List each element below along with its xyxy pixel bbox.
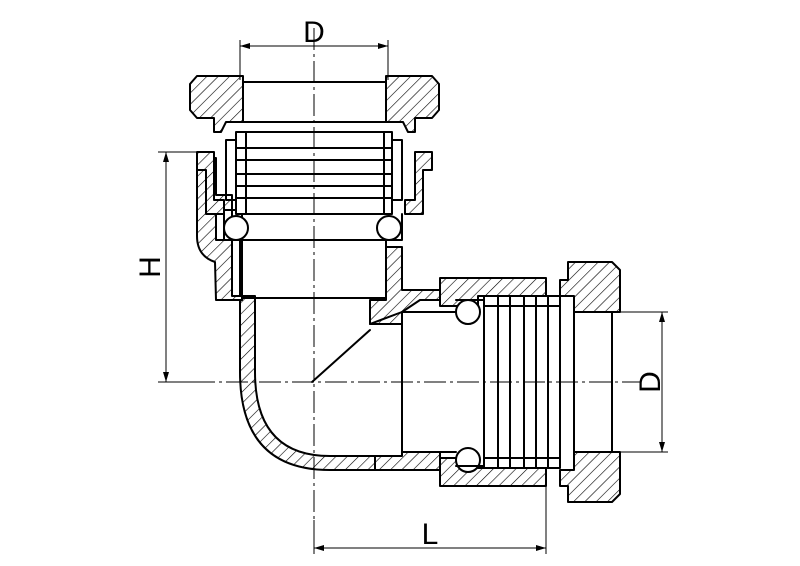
dim-label-l: L — [422, 518, 439, 551]
top-oring-left — [223, 215, 249, 241]
body-bottom-wall — [374, 451, 441, 471]
dimension-top-diameter: D — [239, 16, 389, 80]
body-upper-left-neck — [196, 157, 243, 301]
top-nut-left — [189, 75, 244, 133]
right-nut-bottom — [559, 451, 621, 503]
dimension-side-diameter: D — [620, 311, 668, 453]
dimension-length: L — [313, 486, 547, 554]
right-nut-top — [559, 261, 621, 313]
dim-label-h: H — [134, 256, 167, 278]
right-nut — [559, 261, 621, 503]
dimension-height: H — [134, 151, 200, 383]
top-nut-right — [385, 75, 440, 133]
top-collar-right — [404, 151, 433, 215]
dim-label-side-d: D — [634, 371, 667, 393]
dim-label-top-d: D — [303, 16, 325, 49]
top-oring-right — [376, 215, 402, 241]
top-nut — [189, 75, 440, 133]
right-oring-top — [455, 299, 481, 325]
crotch-line — [311, 329, 371, 383]
body-right-wall — [369, 246, 441, 325]
right-oring-bottom — [455, 447, 481, 473]
top-oring-seat — [223, 213, 403, 241]
right-oring-seat — [455, 299, 485, 467]
